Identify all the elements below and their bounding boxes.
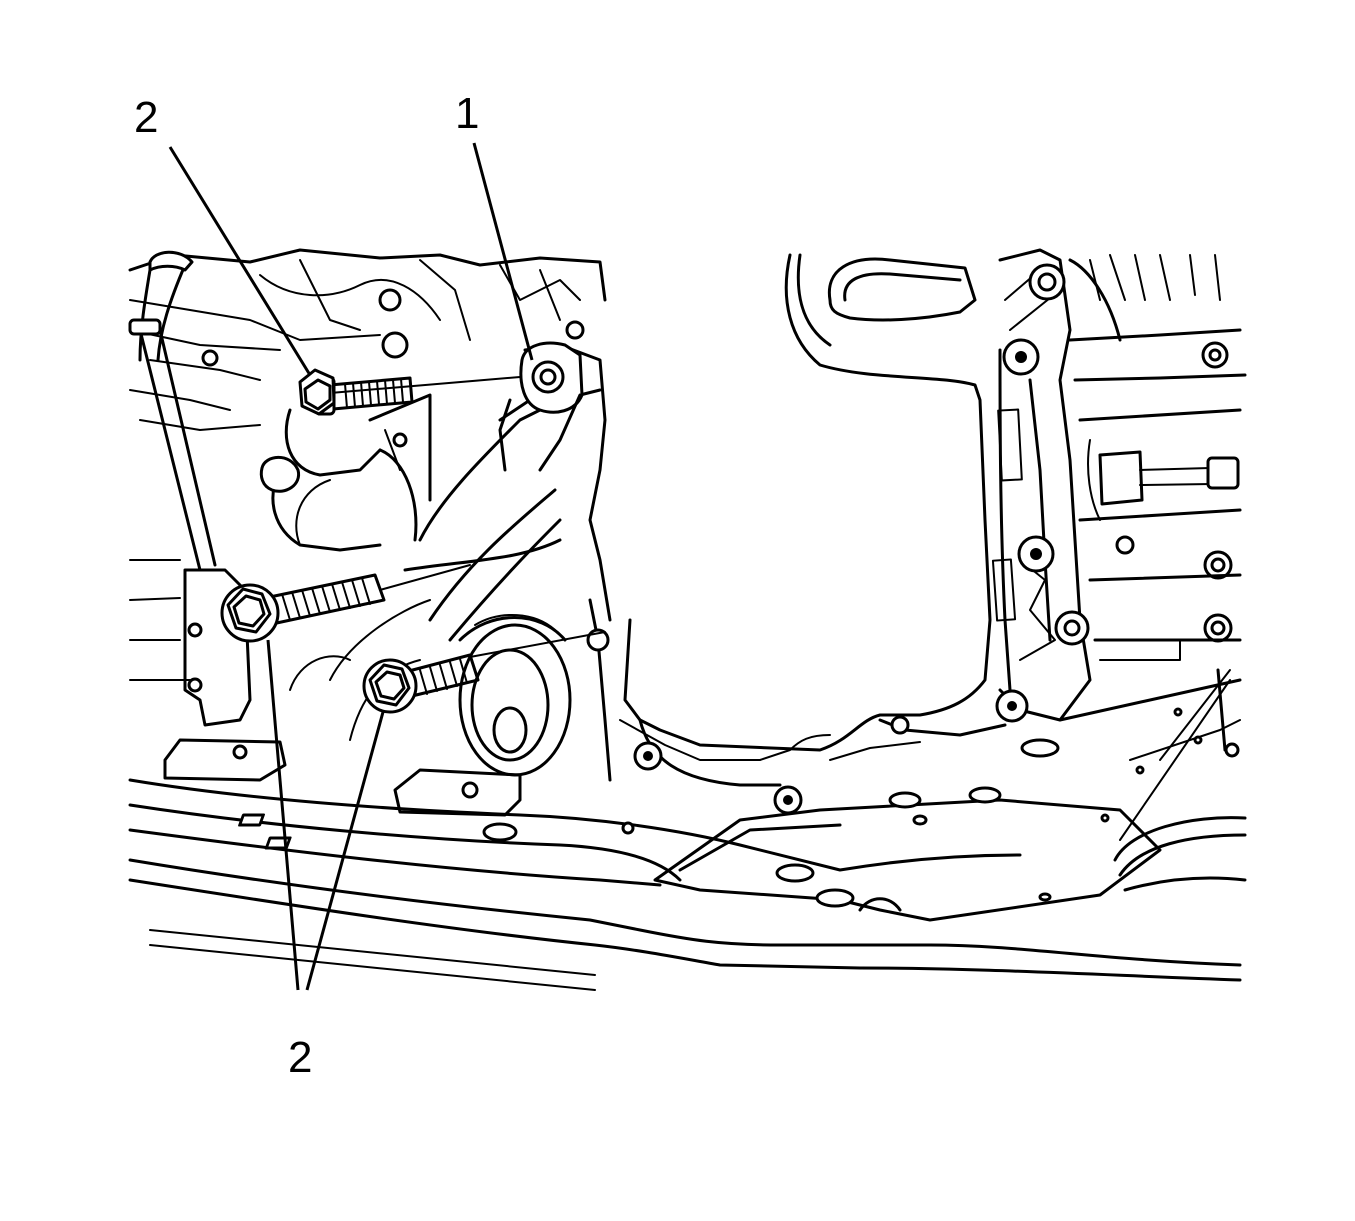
leader-line-1 [472,142,534,361]
callout-label-2-bottom: 2 [288,1033,312,1082]
mount-bolt-middle [220,564,471,643]
leader-line-2-bottom-b [305,711,385,991]
callout-label-2-top: 2 [134,93,158,142]
callout-label-1: 1 [455,89,479,138]
mount-bolt-lower [362,631,606,714]
subframe [128,738,1247,991]
bracket-bolts [633,263,1233,815]
transmission-assembly [619,248,1247,841]
mount-bolt-upper [298,368,521,416]
engine-assembly [128,248,612,817]
leader-line-2-bottom-a [266,639,300,991]
engine-mount-bushing [498,341,584,472]
leader-line-2-top [168,146,312,376]
